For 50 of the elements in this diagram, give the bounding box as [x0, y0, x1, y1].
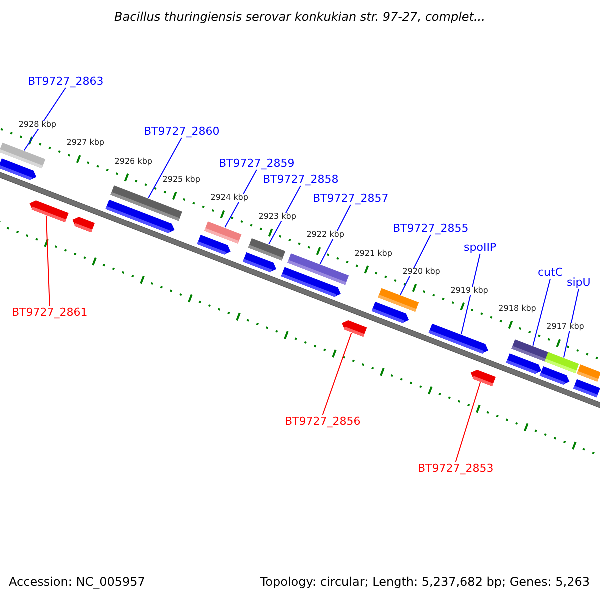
gene-label: BT9727_2860 [144, 126, 220, 137]
gene-block [574, 379, 600, 398]
scale-label: 2923 kbp [258, 212, 296, 221]
gene-block [342, 320, 368, 338]
scale-label: 2927 kbp [66, 139, 104, 148]
gene-bar [110, 186, 182, 222]
scale-label: 2924 kbp [210, 194, 248, 202]
title: Bacillus thuringiensis serovar konkukian str. 97-27, complet... [114, 11, 486, 23]
gene-label: BT9727_2857 [313, 193, 389, 204]
gene-block [428, 324, 488, 354]
leader-line [322, 332, 352, 416]
leader-line [24, 88, 66, 152]
gene-bar [248, 238, 286, 261]
gene-bar [512, 340, 551, 363]
scale-label: 2921 kbp [354, 250, 392, 258]
leader-line [46, 215, 50, 306]
gene-label: spoIIP [464, 242, 497, 253]
leader-line [563, 288, 580, 358]
leader-line [532, 278, 551, 346]
scale-label: 2922 kbp [306, 231, 344, 240]
scale-label: 2928 kbp [18, 120, 57, 129]
gene-label: sipU [567, 277, 591, 288]
leader-line [400, 234, 432, 296]
gene-label: BT9727_2855 [393, 223, 469, 234]
leader-line [148, 138, 182, 199]
gene-bar [204, 222, 242, 244]
scale-label: 2925 kbp [162, 176, 200, 184]
scale-label: 2920 kbp [402, 268, 440, 276]
scale-label: 2926 kbp [114, 158, 152, 166]
scale-label: 2919 kbp [450, 286, 488, 295]
gene-block [30, 200, 69, 223]
gene-bar [0, 142, 46, 169]
gene-bar [288, 254, 350, 286]
gene-label: BT9727_2856 [285, 416, 361, 427]
gene-label: BT9727_2858 [263, 174, 339, 185]
gene-bar [577, 364, 600, 382]
gene-label: BT9727_2861 [12, 307, 88, 318]
scale-label: 2917 kbp [546, 323, 584, 332]
accession-text: Accession: NC_005957 [9, 576, 146, 588]
leader-line [455, 382, 482, 462]
gene-label: cutC [538, 267, 564, 278]
gene-label: BT9727_2853 [418, 463, 494, 474]
gene-bar [378, 288, 420, 312]
gene-block [470, 370, 496, 386]
gene-block [72, 217, 96, 233]
gene-label: BT9727_2863 [28, 76, 104, 87]
genome-summary: Topology: circular; Length: 5,237,682 bp; Genes: 5,263 [260, 576, 590, 588]
scale-label: 2918 kbp [498, 304, 536, 313]
gene-bar [544, 352, 580, 374]
gene-label: BT9727_2859 [219, 158, 295, 169]
